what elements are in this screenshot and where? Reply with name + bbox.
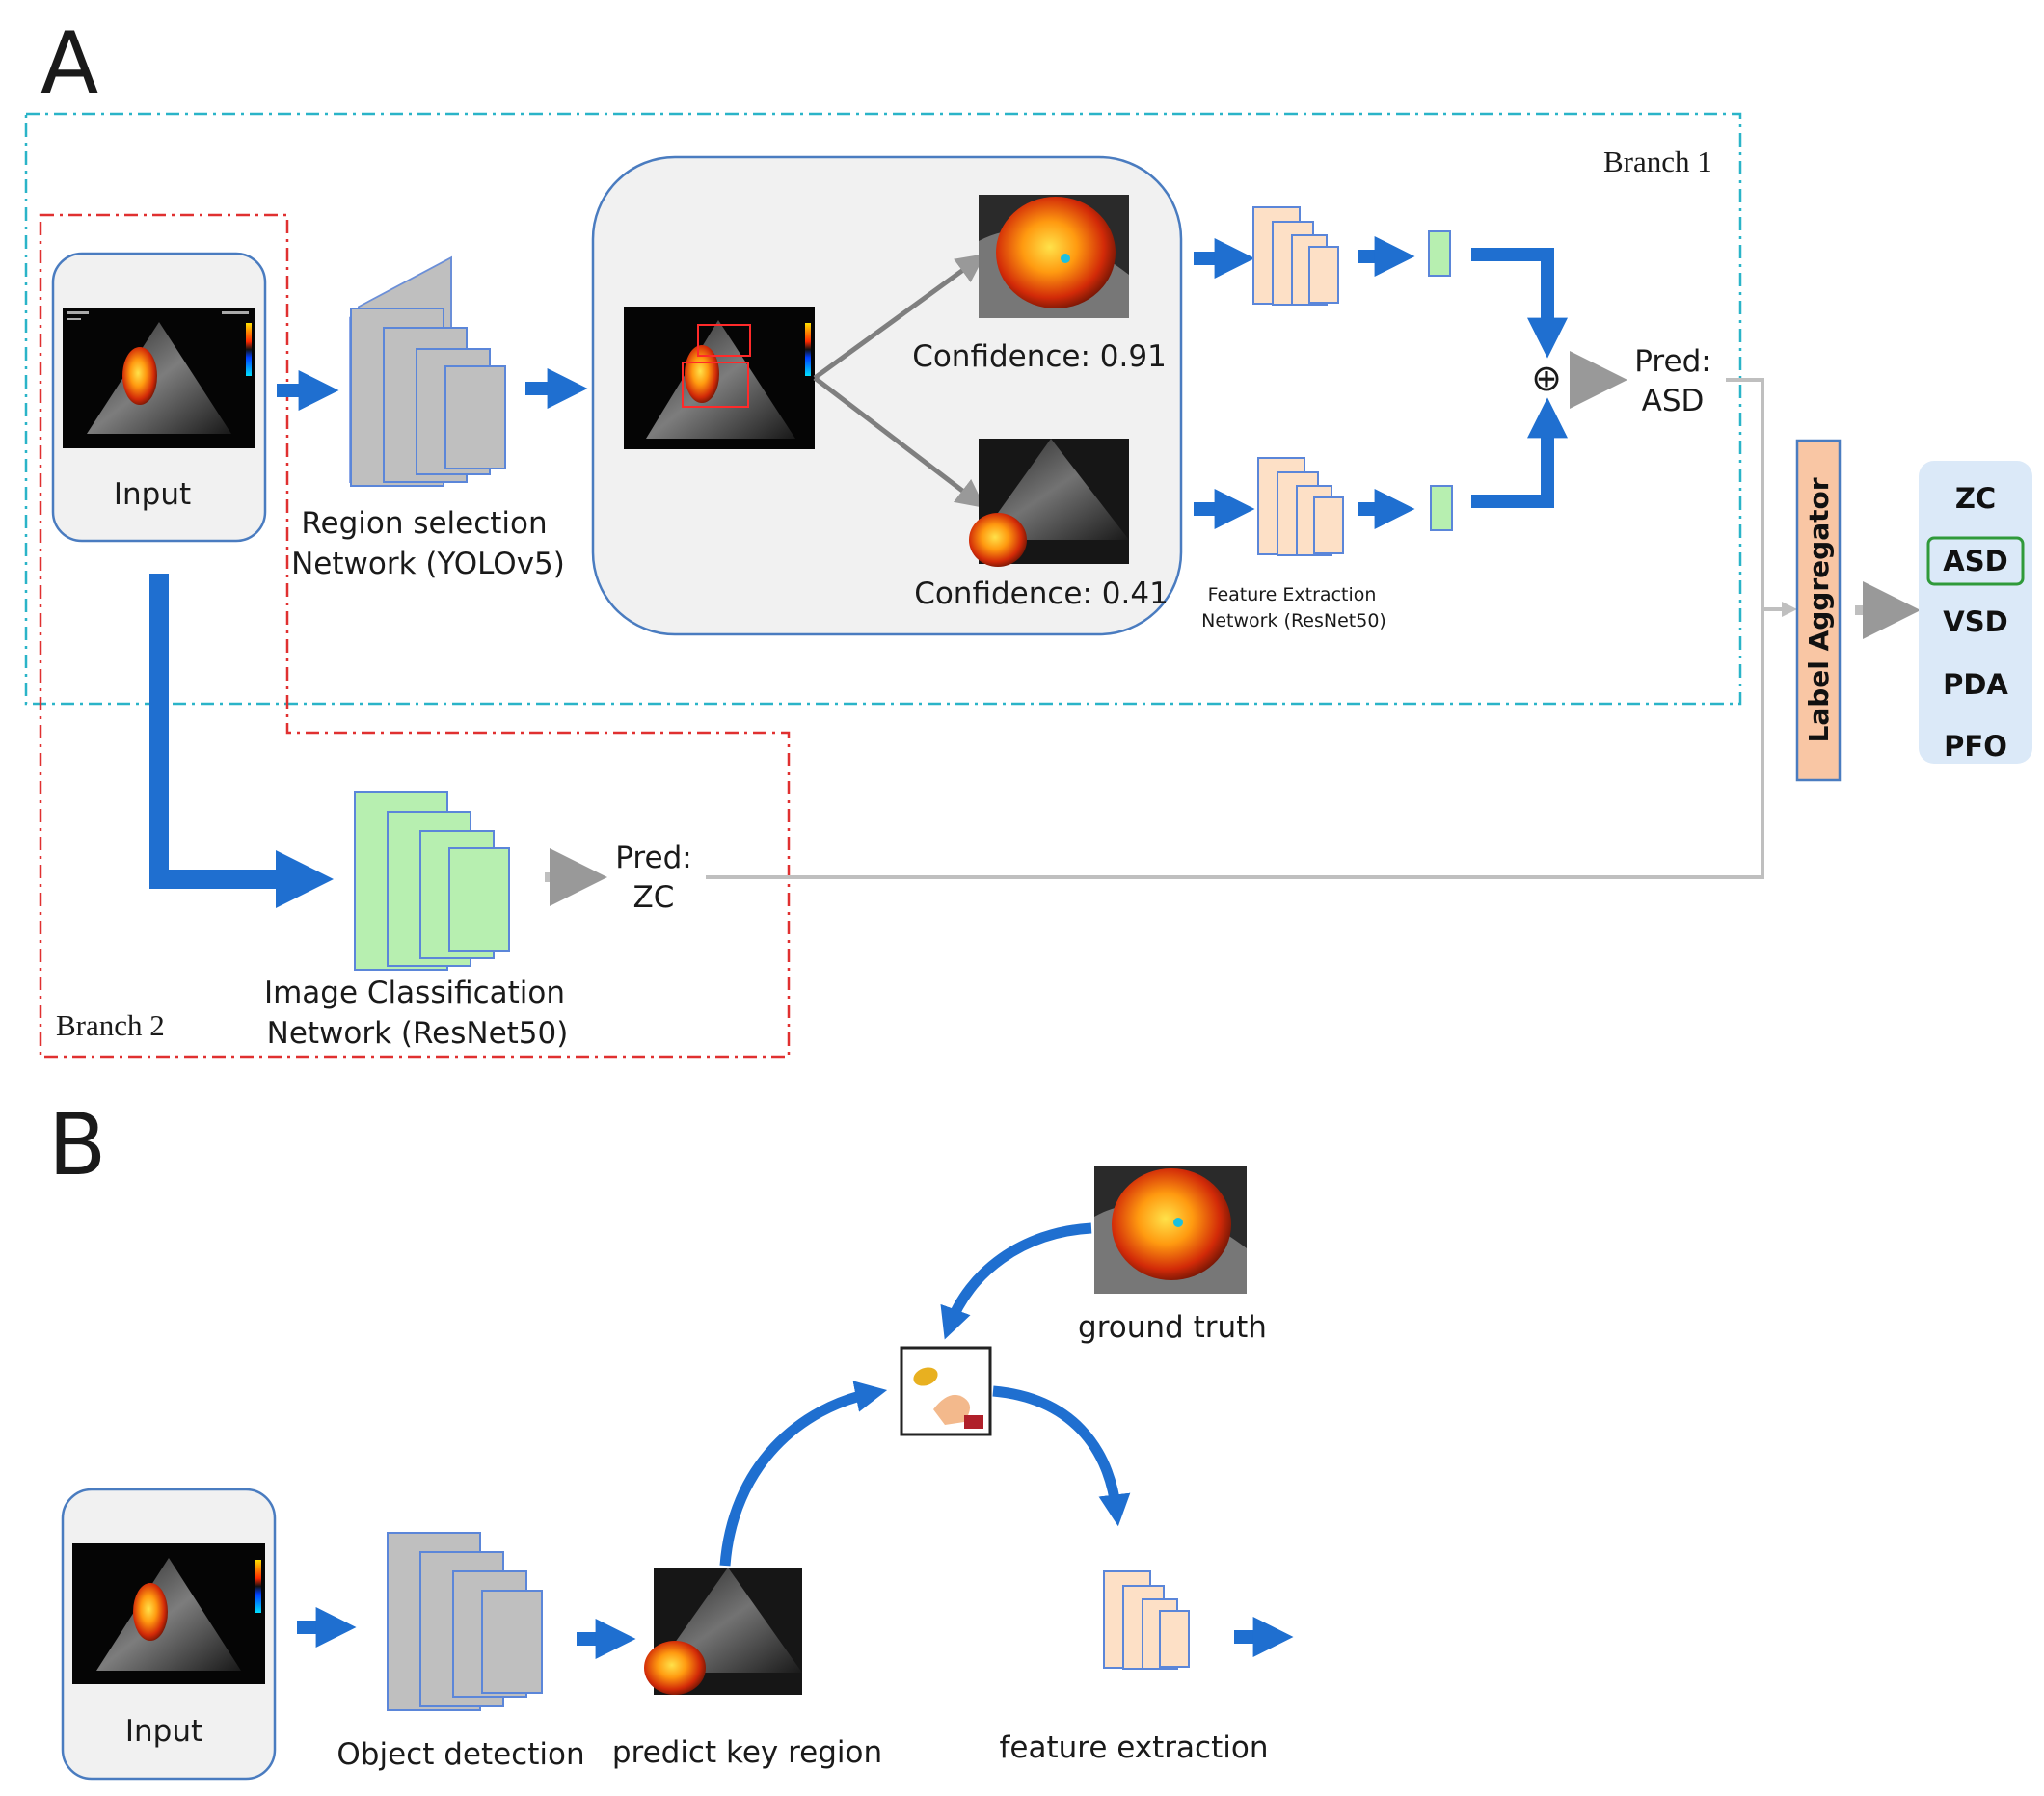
feature-net-label-1: Feature Extraction — [1208, 584, 1377, 605]
region-net-label-1: Region selection — [301, 506, 547, 541]
connector-branch1-to-aggregator — [1726, 378, 1793, 611]
cls-net-label-1: Image Classification — [264, 976, 565, 1010]
detection-line-upper — [813, 254, 986, 381]
object-detection-network-icon — [387, 1532, 543, 1711]
crop-high-confidence-image — [979, 195, 1129, 318]
feature-net-lower-icon — [1257, 457, 1344, 556]
predict-key-region-label: predict key region — [612, 1735, 882, 1770]
class-pda: PDA — [1943, 668, 2008, 701]
connector-arrowhead — [1782, 602, 1797, 617]
region-net-stack — [350, 308, 506, 487]
input-ultrasound-image-a — [63, 308, 256, 448]
input-label-b: Input — [125, 1714, 202, 1749]
feature-vector-upper — [1428, 230, 1451, 277]
feature-extraction-icon-b — [1103, 1570, 1190, 1670]
feature-net-upper-icon — [1252, 206, 1339, 306]
panel-a-letter: A — [40, 13, 98, 113]
object-detection-label: Object detection — [336, 1737, 584, 1772]
arrow-input-to-classifier — [149, 574, 334, 908]
curve-groundtruth-to-compare — [940, 1222, 1092, 1340]
class-highlight-box — [1926, 536, 2025, 586]
class-pfo: PFO — [1944, 730, 2007, 763]
arrow-vec2-to-fusion — [1471, 397, 1568, 508]
pred-branch1-line1: Pred: — [1634, 344, 1710, 379]
input-ultrasound-image-b — [72, 1543, 265, 1684]
image-classification-network-icon — [354, 791, 510, 971]
confidence-high-label: Confidence: 0.91 — [912, 339, 1167, 374]
class-vsd: VSD — [1943, 605, 2007, 638]
branch2-label: Branch 2 — [56, 1008, 165, 1042]
branch1-region — [24, 112, 1742, 706]
label-aggregator-text: Label Aggregator — [1803, 477, 1835, 742]
feature-vector-lower — [1430, 485, 1453, 531]
label-aggregator-box — [1795, 439, 1842, 782]
curve-compare-to-feature — [992, 1385, 1131, 1527]
class-asd: ASD — [1943, 545, 2007, 577]
ground-truth-image — [1094, 1166, 1247, 1294]
branch1-label: Branch 1 — [1603, 145, 1712, 178]
region-net-label-2: Network (YOLOv5) — [291, 547, 565, 581]
input-label-a: Input — [114, 477, 191, 512]
detection-ultrasound-image — [624, 307, 815, 449]
predicted-region-image — [644, 1568, 802, 1695]
detection-line-lower — [813, 376, 985, 509]
ground-truth-label: ground truth — [1078, 1310, 1267, 1345]
crop-low-confidence-image — [969, 439, 1129, 567]
pred-branch2-line2: ZC — [633, 880, 675, 915]
branch2-region — [39, 213, 791, 1059]
connector-branch2-to-aggregator — [706, 609, 1764, 879]
feature-extraction-label: feature extraction — [1000, 1730, 1269, 1765]
confidence-low-label: Confidence: 0.41 — [914, 576, 1169, 611]
pred-branch2-line1: Pred: — [615, 841, 691, 875]
pred-branch1-line2: ASD — [1642, 384, 1705, 418]
panel-b-letter: B — [48, 1095, 106, 1194]
cls-net-label-2: Network (ResNet50) — [267, 1016, 569, 1051]
feature-net-label-2: Network (ResNet50) — [1201, 610, 1386, 631]
arrow-vec1-to-fusion — [1471, 248, 1568, 359]
curve-region-to-compare — [719, 1381, 888, 1567]
fusion-symbol: ⊕ — [1531, 357, 1562, 399]
coin-flip-icon — [900, 1346, 992, 1436]
class-zc: ZC — [1955, 482, 1996, 515]
